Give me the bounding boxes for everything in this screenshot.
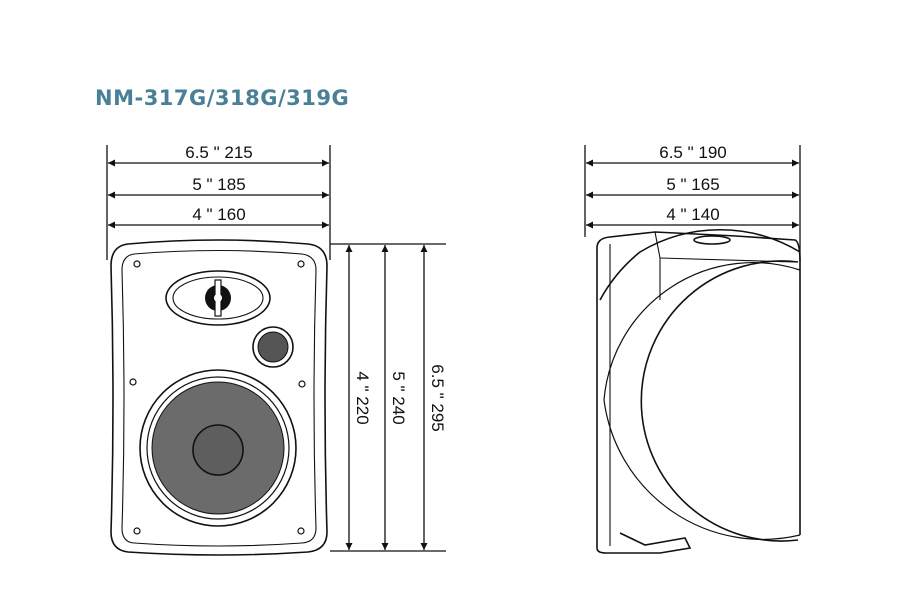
tweeter-horn-inner xyxy=(172,276,264,320)
screw-mid-left xyxy=(129,378,137,386)
side-inner-curve-bottom xyxy=(603,399,801,540)
screw-mid-right xyxy=(298,380,306,388)
side-depth-dimensions xyxy=(584,145,801,262)
side-inner-curve-top xyxy=(603,262,801,401)
front-height-dimensions xyxy=(330,243,446,552)
screw-bottom-right xyxy=(297,527,305,535)
speaker-front-view xyxy=(110,239,328,556)
front-width-label-1: 6.5 " 215 xyxy=(185,143,252,162)
side-top-and-back xyxy=(609,231,801,535)
front-width-dimensions xyxy=(106,145,331,260)
screw-bottom-left xyxy=(133,527,141,535)
front-width-label-3: 4 " 160 xyxy=(192,205,245,224)
tweeter-logo-icon xyxy=(205,279,231,317)
woofer-surround xyxy=(139,369,297,527)
front-height-label-2: 5 " 240 xyxy=(389,371,408,424)
front-height-label-1: 4 " 220 xyxy=(353,371,372,424)
front-width-label-2: 5 " 185 xyxy=(192,175,245,194)
side-bottom-bracket xyxy=(619,532,692,554)
port-ring xyxy=(252,326,294,368)
woofer-dust-cap xyxy=(192,424,244,476)
side-depth-label-3: 4 " 140 xyxy=(666,205,719,224)
port-opening xyxy=(257,331,289,363)
diagram-title: NM-317G/318G/319G xyxy=(95,86,350,110)
side-front-bezel xyxy=(596,236,622,554)
woofer-rim xyxy=(146,376,290,520)
side-cabinet-curve-top xyxy=(599,229,801,301)
screw-top-right xyxy=(297,260,305,268)
cabinet-screws xyxy=(129,260,306,535)
side-depth-label-2: 5 " 165 xyxy=(666,175,719,194)
speaker-side-view xyxy=(596,229,801,554)
side-cabinet-curve-large xyxy=(640,260,799,542)
front-cabinet-outline xyxy=(110,239,328,556)
side-depth-label-1: 6.5 " 190 xyxy=(659,143,726,162)
tweeter-horn-outer xyxy=(165,270,271,326)
front-height-label-3: 6.5 " 295 xyxy=(428,364,447,431)
screw-top-left xyxy=(133,260,141,268)
mount-bracket-hole xyxy=(693,235,731,245)
front-grille-frame xyxy=(121,249,317,547)
